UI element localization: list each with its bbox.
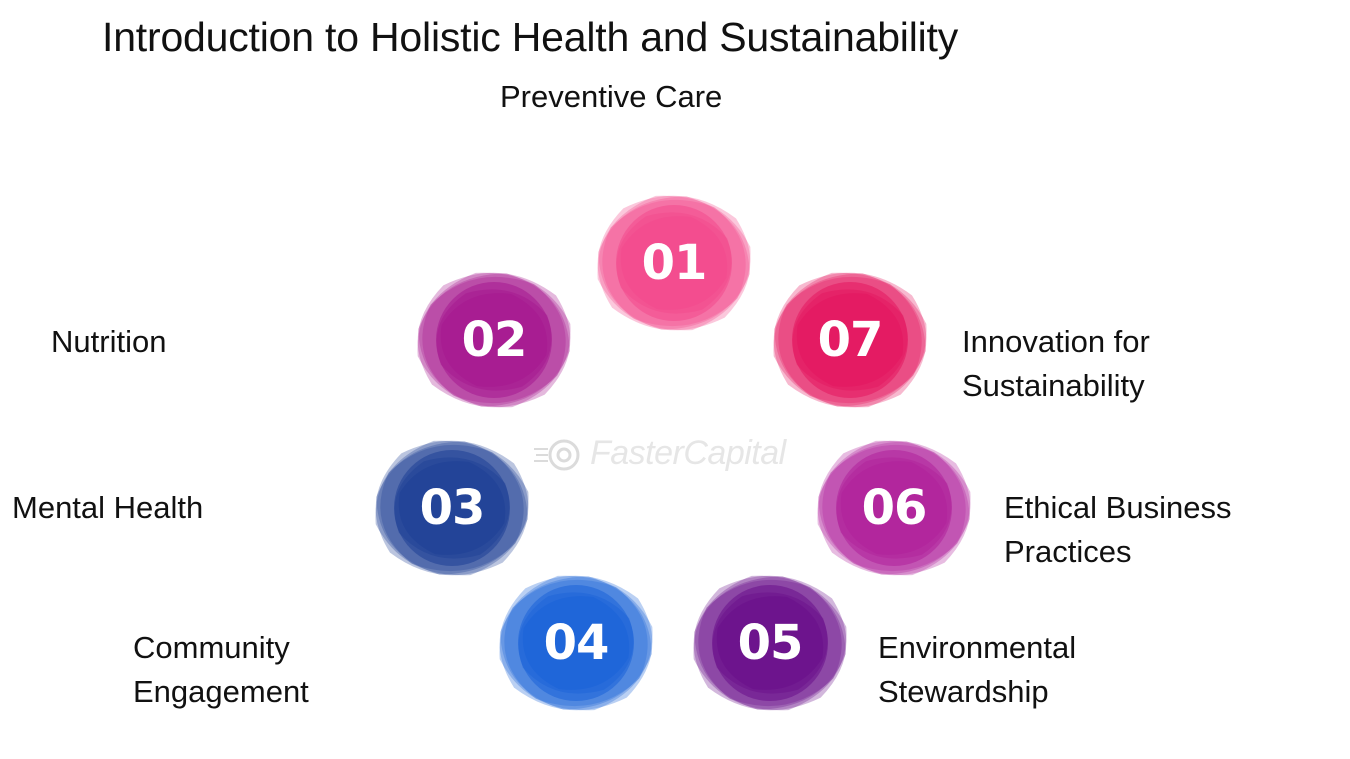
label-line: Community bbox=[133, 630, 290, 665]
flower-02: 02 bbox=[394, 250, 594, 430]
flower-core bbox=[394, 450, 510, 566]
flower-core bbox=[616, 205, 732, 321]
flower-petals bbox=[375, 440, 529, 576]
flower-01: 01 bbox=[574, 173, 774, 353]
gear-icon bbox=[534, 439, 580, 471]
flower-core bbox=[836, 450, 952, 566]
watermark: FasterCapital bbox=[532, 430, 822, 480]
flower-petals bbox=[773, 272, 927, 408]
label-line: Sustainability bbox=[962, 368, 1145, 403]
flower-07: 07 bbox=[750, 250, 950, 430]
flower-03: 03 bbox=[352, 418, 552, 598]
label-mental-health: Mental Health bbox=[12, 486, 203, 530]
page-title: Introduction to Holistic Health and Sust… bbox=[102, 14, 959, 60]
step-number: 02 bbox=[461, 312, 528, 368]
label-preventive-care: Preventive Care bbox=[500, 75, 722, 119]
label-line: Preventive Care bbox=[500, 79, 723, 114]
label-line: Environmental bbox=[878, 630, 1077, 665]
flower-core bbox=[712, 585, 828, 701]
label-line: Practices bbox=[1004, 534, 1132, 569]
flower-petals bbox=[417, 272, 571, 408]
flower-petals bbox=[693, 575, 847, 711]
step-number: 05 bbox=[737, 615, 804, 671]
flower-core bbox=[792, 282, 908, 398]
flower-petals bbox=[597, 195, 751, 331]
label-line: Stewardship bbox=[878, 674, 1049, 709]
label-line: Mental Health bbox=[12, 490, 204, 525]
label-ethical-business-practices: Ethical Business Practices bbox=[1004, 486, 1231, 574]
flower-petals bbox=[499, 575, 653, 711]
step-number: 07 bbox=[817, 312, 884, 368]
label-environmental-stewardship: Environmental Stewardship bbox=[878, 626, 1076, 714]
label-line: Engagement bbox=[133, 674, 309, 709]
flower-core bbox=[436, 282, 552, 398]
flower-core bbox=[518, 585, 634, 701]
label-nutrition: Nutrition bbox=[51, 320, 166, 364]
label-line: Nutrition bbox=[51, 324, 167, 359]
step-number: 06 bbox=[861, 480, 928, 536]
flower-04: 04 bbox=[476, 553, 676, 733]
flower-petals bbox=[817, 440, 971, 576]
label-innovation-for-sustainability: Innovation for Sustainability bbox=[962, 320, 1150, 408]
flower-06: 06 bbox=[794, 418, 994, 598]
step-number: 04 bbox=[543, 615, 610, 671]
step-number: 01 bbox=[641, 235, 708, 291]
step-number: 03 bbox=[419, 480, 486, 536]
watermark-text: FasterCapital bbox=[590, 434, 786, 472]
label-line: Innovation for bbox=[962, 324, 1150, 359]
label-line: Ethical Business bbox=[1004, 490, 1232, 525]
flower-05: 05 bbox=[670, 553, 870, 733]
label-community-engagement: Community Engagement bbox=[133, 626, 309, 714]
